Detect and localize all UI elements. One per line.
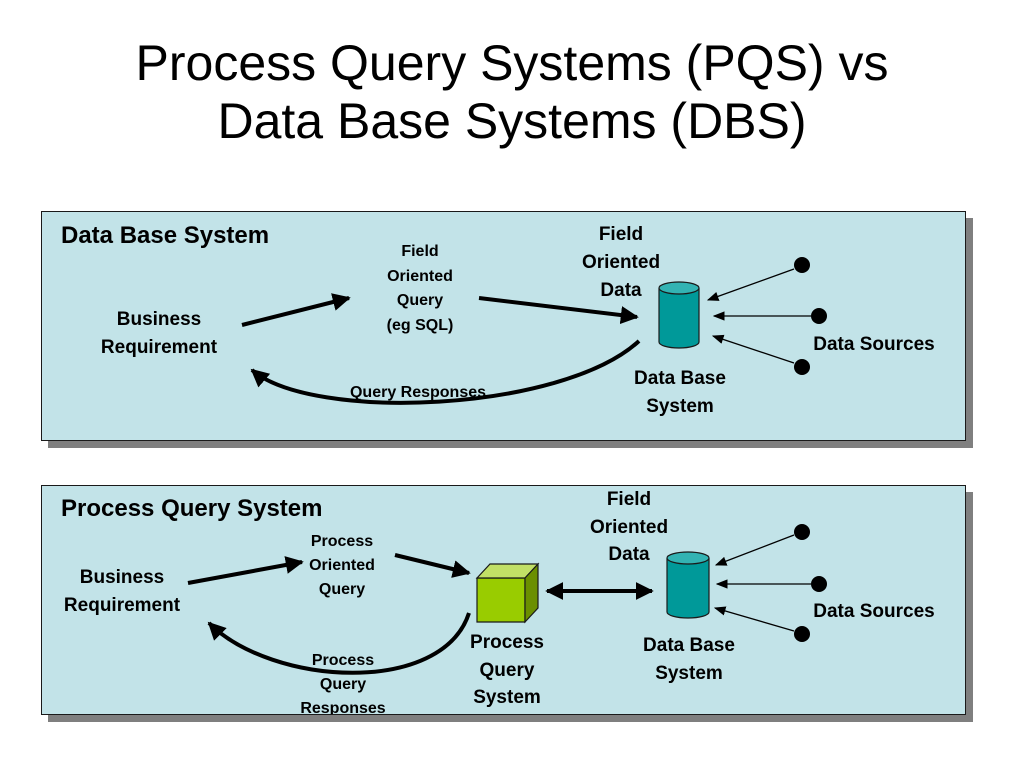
pqs-process-query-label: Process Oriented Query xyxy=(309,533,375,598)
data-source-dot xyxy=(794,626,810,642)
title-line-2: Data Base Systems (DBS) xyxy=(217,93,807,149)
pqs-business-requirement-label: Business Requirement xyxy=(63,567,181,616)
arrow-requirement-to-query xyxy=(241,293,351,327)
pqs-panel: Process Query System Business Requiremen… xyxy=(41,485,966,715)
pqs-process-query-system-label: Process Query System xyxy=(470,632,544,708)
data-source-dot xyxy=(811,576,827,592)
data-source-dot xyxy=(811,308,827,324)
arrow-requirement-to-process-query xyxy=(187,556,304,585)
arrow-query-responses xyxy=(250,339,641,405)
database-cylinder-icon xyxy=(658,281,700,349)
arrow-source-to-database xyxy=(713,606,795,632)
arrow-query-to-database xyxy=(478,296,639,325)
arrow-source-to-database xyxy=(714,534,795,566)
pqs-panel-heading: Process Query System xyxy=(61,495,323,522)
data-source-dot xyxy=(794,524,810,540)
data-source-dot xyxy=(794,359,810,375)
dbs-business-requirement-label: Business Requirement xyxy=(100,309,218,358)
pqs-diagram-graphics xyxy=(187,524,827,675)
pqs-data-sources-label: Data Sources xyxy=(813,601,935,622)
arrow-process-query-responses xyxy=(207,612,471,675)
dbs-data-sources-label: Data Sources xyxy=(813,334,935,355)
dbs-panel-heading: Data Base System xyxy=(61,222,270,249)
arrow-source-to-database xyxy=(706,268,795,301)
pqs-process-query-responses-label: Process Query Responses xyxy=(300,652,386,715)
title-line-1: Process Query Systems (PQS) vs xyxy=(135,35,889,91)
pqs-database-label: Data Base System xyxy=(643,635,735,684)
arrow-source-to-database xyxy=(711,334,795,364)
dbs-query-responses-label: Query Responses xyxy=(349,384,487,401)
data-source-dot xyxy=(794,257,810,273)
slide-title: Process Query Systems (PQS) vs Data Base… xyxy=(0,34,1024,150)
pqs-field-oriented-data-label: Field Oriented Data xyxy=(589,489,669,565)
database-cylinder-icon xyxy=(666,551,710,619)
dbs-panel: Data Base System Business Requirement Fi… xyxy=(41,211,966,441)
dbs-query-label: Field Oriented Query (eg SQL) xyxy=(386,243,454,334)
dbs-database-label: Data Base System xyxy=(634,368,726,417)
dbs-diagram-graphics xyxy=(241,257,827,405)
arrow-process-query-to-pqs xyxy=(394,553,471,578)
pqs-cube-icon xyxy=(475,562,540,624)
dbs-field-oriented-data-label: Field Oriented Data xyxy=(581,224,661,301)
